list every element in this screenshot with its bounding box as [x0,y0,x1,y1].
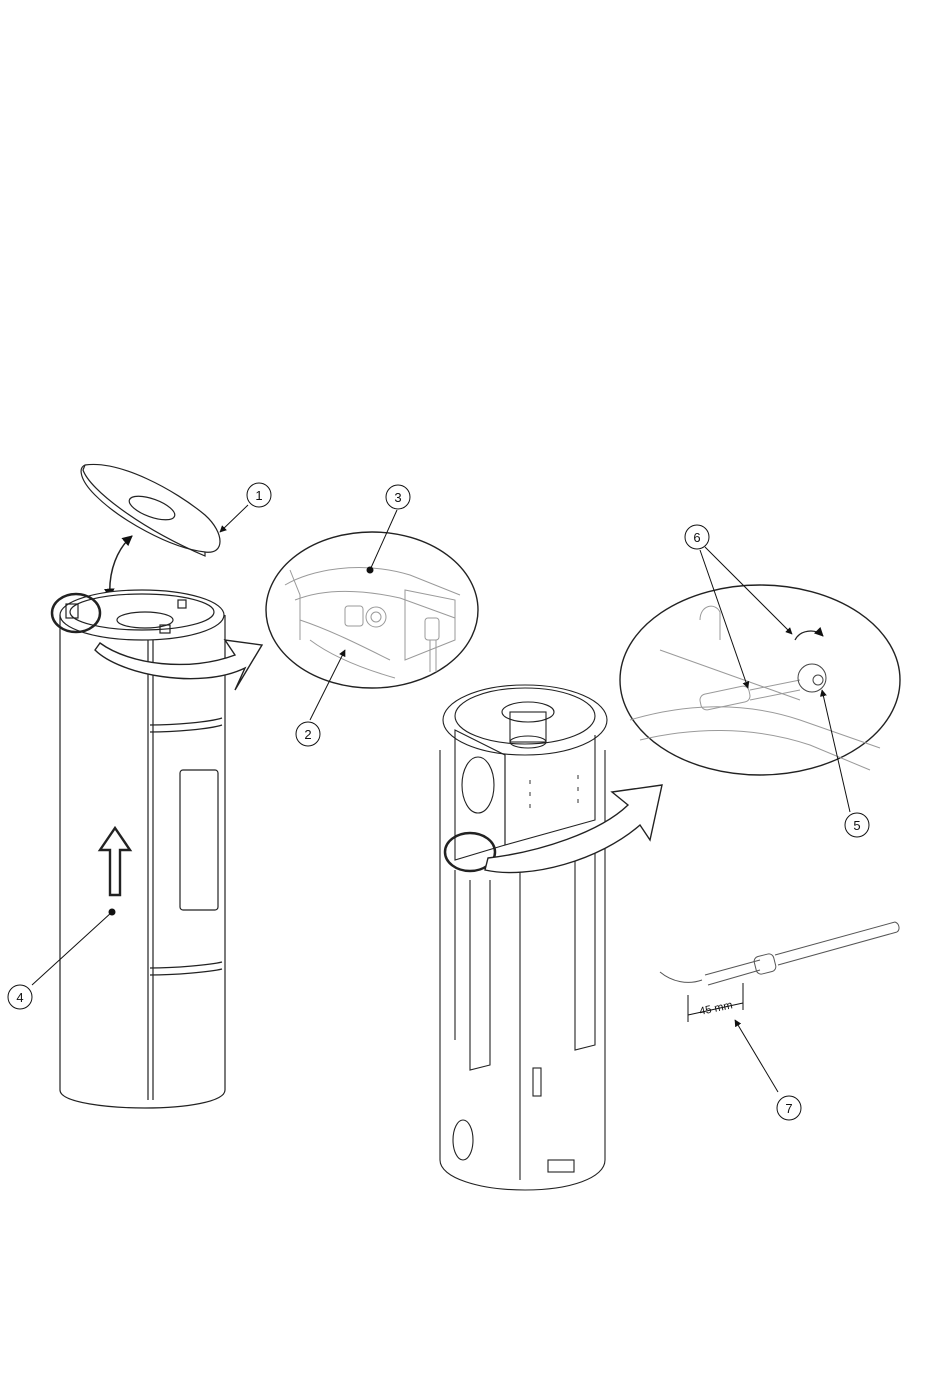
callout-4: 4 [8,985,32,1009]
lift-arrow [110,536,132,598]
top-cover-plate [81,464,220,556]
callout-7-label: 7 [785,1101,792,1116]
callout-4-label: 4 [16,990,23,1005]
callout-3: 3 [386,485,410,509]
callout-7: 7 [777,1096,801,1120]
dimension-label: 45 mm [698,999,733,1018]
callout-1-label: 1 [255,488,262,503]
callout-6: 6 [685,525,709,549]
callout-6-label: 6 [693,530,700,545]
right-stove-unit [440,685,662,1190]
callout-2: 2 [296,722,320,746]
detail-view-sensor [620,585,900,775]
left-cylinder-body [60,615,225,1108]
detail-view-connection [266,532,478,688]
callout-5-label: 5 [853,818,860,833]
callout-2-label: 2 [304,727,311,742]
left-stove-unit [52,464,262,1108]
sensor-sleeve-detail [660,922,899,1022]
callout-3-label: 3 [394,490,401,505]
callout-5: 5 [845,813,869,837]
right-cylinder-body [440,750,605,1190]
callout-1: 1 [247,483,271,507]
